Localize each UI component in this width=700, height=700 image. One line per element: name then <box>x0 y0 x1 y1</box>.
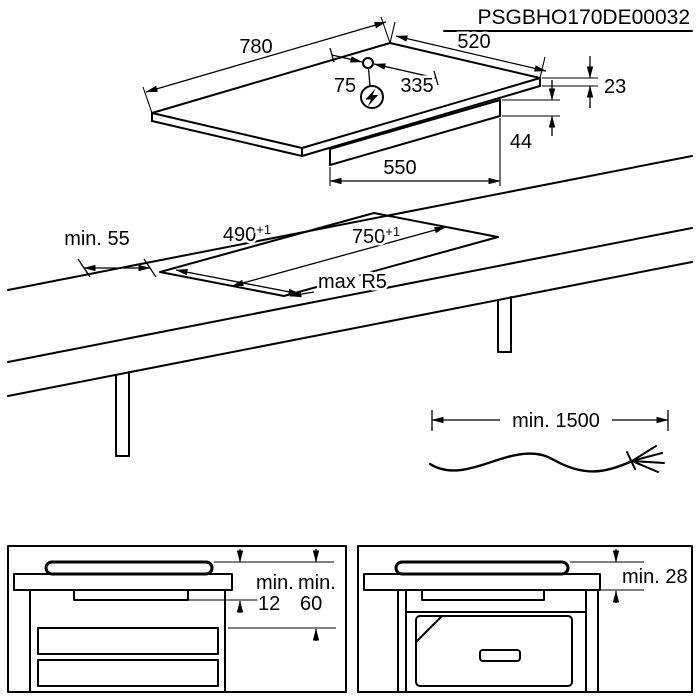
dim-base-width: 550 <box>329 118 501 186</box>
mains-cable-view: min. 1500 <box>428 408 669 473</box>
drawer-clearance-value: 60 <box>300 593 322 615</box>
panel-border-right <box>357 545 693 693</box>
worktop-cutout-view: min. 55 490+1 750+1 max R5 <box>7 155 693 457</box>
cabinet-sides <box>29 589 226 692</box>
cabinet-sides-right <box>397 589 599 692</box>
worktop-front-edge-top <box>7 227 693 363</box>
drawer-bottom <box>37 659 219 687</box>
dim-cutout-width: 750+1 <box>231 222 447 287</box>
oven-front <box>415 615 573 687</box>
base-height-label: 44 <box>510 131 532 153</box>
dim-base-height: 44 <box>502 80 560 156</box>
dim-rear-clearance: min. 55 <box>62 226 157 278</box>
drawer-gap-word: min. <box>256 572 294 594</box>
drawer-gap-value: 12 <box>258 593 280 615</box>
hob-cross-section <box>44 560 214 576</box>
oven-clearance-section: min. 28 <box>357 545 693 693</box>
oven-corner-detail <box>415 615 443 643</box>
dim-corner-radius: max R5 <box>289 269 389 298</box>
drawer-top <box>37 627 219 655</box>
panel-border-left <box>7 545 347 693</box>
cable-offset-left-label: 75 <box>334 75 356 97</box>
worktop-front-edge-bottom <box>7 261 693 397</box>
dim-hob-thickness: 23 <box>542 56 629 108</box>
dim-drawer-clearance: min. 60 <box>228 549 338 641</box>
oven-gap-label: min. 28 <box>622 566 688 588</box>
hob-depth-label: 520 <box>457 31 490 53</box>
rear-clearance-label: min. 55 <box>64 228 130 250</box>
cable-offset-right-label: 335 <box>400 75 433 97</box>
hob-burner-box <box>329 99 501 166</box>
burner-box-cross-section <box>73 589 189 601</box>
drawer-clearance-word: min. <box>298 572 336 594</box>
document-code: PSGBHO170DE00032 <box>478 6 690 29</box>
dim-hob-width: 780 <box>142 16 391 114</box>
burner-box-cross-section-right <box>421 589 545 601</box>
hob-isometric-view: 780 520 75 335 23 <box>142 16 629 186</box>
dim-cable-position: 75 335 <box>329 47 439 100</box>
oven-handle <box>479 649 521 662</box>
base-width-label: 550 <box>383 157 416 179</box>
hob-side-edges <box>151 77 541 157</box>
worktop-right-leg <box>497 296 512 353</box>
dim-cable-length: min. 1500 <box>431 408 669 435</box>
dim-oven-gap: min. 28 <box>570 549 690 603</box>
cutout-width-label: 750+1 <box>352 224 400 248</box>
dim-drawer-gap: min. 12 <box>188 549 334 618</box>
hob-thickness-label: 23 <box>604 76 626 98</box>
drawer-clearance-section: min. 12 min. 60 <box>7 545 347 693</box>
corner-radius-label: max R5 <box>318 271 387 293</box>
hob-width-label: 780 <box>239 36 272 58</box>
cable-wire-ends <box>626 445 665 473</box>
dim-hob-depth: 520 <box>389 21 547 79</box>
worktop-left-leg <box>115 371 130 457</box>
hob-cross-section-right <box>394 560 570 576</box>
header: PSGBHO170DE00032 <box>443 6 693 32</box>
cable-length-label: min. 1500 <box>512 410 600 432</box>
mains-cable <box>428 452 634 473</box>
lightning-bolt-icon <box>365 88 379 107</box>
